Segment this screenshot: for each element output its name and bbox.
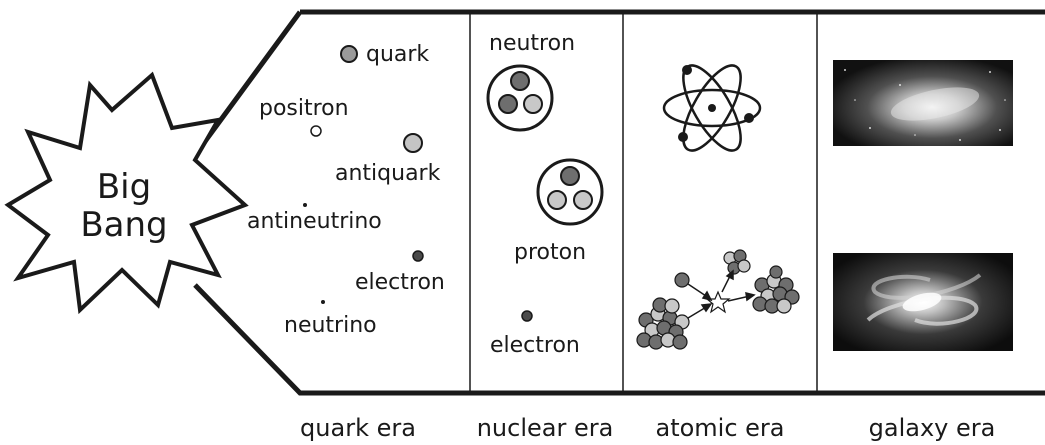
- electron-label: electron: [355, 270, 445, 295]
- antiquark-label: antiquark: [335, 161, 441, 186]
- atom-electron-icon: [682, 65, 692, 75]
- nuclear-era-label: nuclear era: [477, 414, 614, 442]
- big-bang-label-line1: Big: [97, 167, 151, 207]
- neutrino-particle-icon: [321, 300, 325, 304]
- neutron-label: neutron: [489, 31, 575, 56]
- atom-electron-icon: [678, 132, 688, 142]
- galaxy-photo-icon: [833, 60, 1013, 146]
- atomic-era-label: atomic era: [655, 414, 784, 442]
- antineutrino-label: antineutrino: [247, 209, 382, 234]
- quark-particle-icon: [340, 45, 358, 63]
- positron-particle-icon: [310, 125, 322, 137]
- nuclear-electron-icon: [521, 310, 533, 322]
- nuclear-electron-label: electron: [490, 333, 580, 358]
- neutron-icon: [486, 64, 554, 132]
- nuclear-fusion-icon: [636, 249, 800, 350]
- positron-label: positron: [259, 96, 349, 121]
- antiquark-particle-icon: [403, 133, 423, 153]
- electron-particle-icon: [412, 250, 424, 262]
- neutrino-label: neutrino: [284, 313, 377, 338]
- nuclear-era-panel: neutron proton electron: [486, 31, 604, 358]
- proton-icon: [536, 158, 604, 226]
- starburst-icon: [4, 71, 249, 315]
- galaxy-era-panel: [833, 60, 1013, 351]
- spiral-galaxy-photo-icon: [833, 253, 1013, 351]
- big-bang-label-line2: Bang: [80, 205, 167, 245]
- atomic-era-panel: [636, 64, 800, 350]
- galaxy-era-label: galaxy era: [869, 414, 996, 442]
- atom-nucleus-icon: [708, 104, 716, 112]
- proton-label: proton: [514, 240, 586, 265]
- quark-label: quark: [366, 42, 429, 67]
- antineutrino-particle-icon: [303, 203, 307, 207]
- quark-era-label: quark era: [300, 414, 416, 442]
- quark-era-panel: quark positron antiquark antineutrino el…: [247, 42, 445, 338]
- atom-electron-icon: [744, 113, 754, 123]
- big-bang-starburst: Big Bang: [4, 71, 249, 315]
- atom-icon: [662, 64, 762, 152]
